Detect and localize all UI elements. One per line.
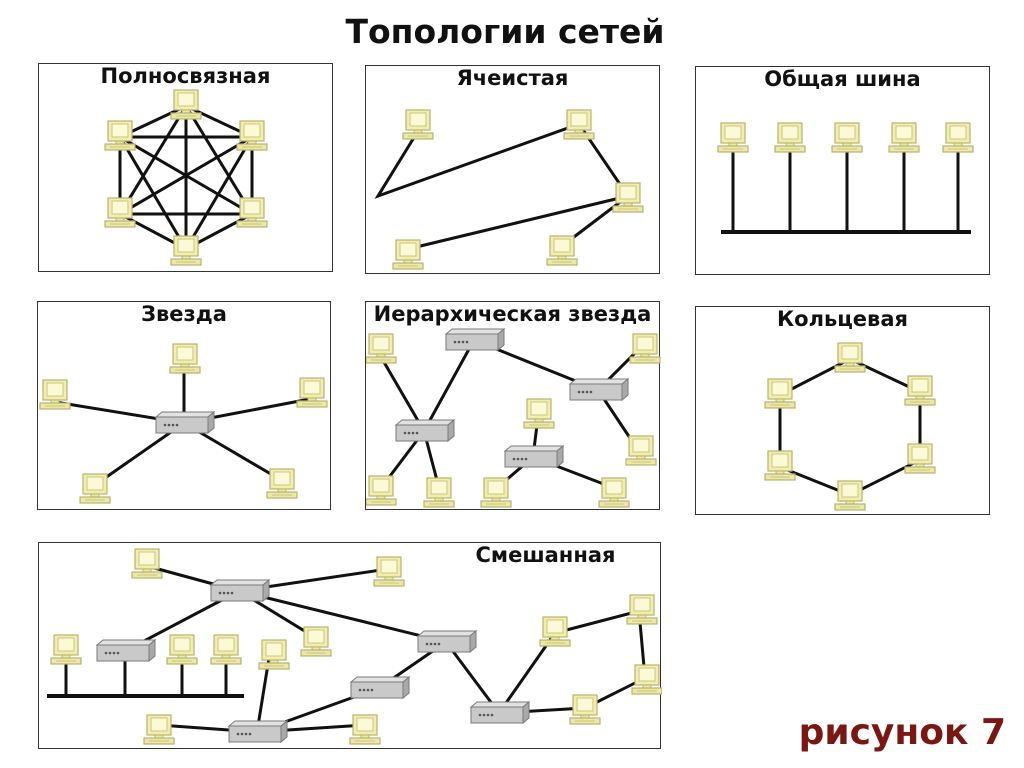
computer-icon	[236, 197, 268, 228]
hub-icon	[350, 676, 410, 699]
figure-caption: рисунок 7	[798, 712, 1006, 753]
computer-icon	[50, 634, 82, 665]
computer-icon	[39, 379, 71, 410]
panel-title-cellular: Ячеистая	[456, 66, 569, 90]
page-title: Топологии сетей	[345, 12, 665, 51]
computer-icon	[612, 182, 644, 213]
hub-icon	[417, 630, 477, 653]
computer-icon	[300, 626, 332, 657]
panel-common-bus: Общая шина	[695, 66, 990, 275]
hub-icon	[445, 328, 505, 351]
computer-icon	[546, 235, 578, 266]
mesh-links	[118, 104, 254, 251]
computer-icon	[831, 122, 863, 153]
computer-icon	[717, 122, 749, 153]
hub-icon	[228, 720, 288, 743]
panel-full-mesh: Полносвязная	[38, 63, 333, 272]
computer-icon	[626, 594, 658, 625]
computer-icon	[169, 343, 201, 374]
computer-icon	[764, 378, 796, 409]
computer-icon	[774, 122, 806, 153]
computer-icon	[166, 634, 198, 665]
computer-icon	[104, 197, 136, 228]
computer-icon	[104, 120, 136, 151]
panel-title-ring: Кольцевая	[776, 307, 908, 331]
hub-icon	[470, 701, 530, 724]
computer-icon	[170, 235, 202, 266]
computer-icon	[834, 480, 866, 511]
ring-diagram	[764, 342, 936, 511]
computer-icon	[143, 714, 175, 745]
common-bus-diagram	[717, 122, 974, 234]
computer-icon	[904, 443, 936, 474]
panel-mixed: Смешанная	[38, 542, 662, 749]
panel-title-full-mesh: Полносвязная	[100, 64, 271, 88]
computer-icon	[539, 616, 571, 647]
hub-icon	[155, 411, 215, 434]
hierarchical-star-diagram	[366, 328, 661, 508]
computer-icon	[563, 109, 595, 140]
hub-icon	[210, 579, 270, 602]
panel-star: Звезда	[37, 301, 331, 510]
computer-icon	[764, 450, 796, 481]
computer-icon	[942, 122, 974, 153]
computer-icon	[598, 477, 630, 508]
computer-icon	[366, 475, 397, 506]
computer-icon	[170, 89, 202, 120]
computer-icon	[523, 398, 555, 429]
cellular-diagram	[374, 109, 644, 270]
computer-icon	[629, 333, 661, 364]
computer-icon	[266, 468, 298, 499]
computer-icon	[631, 664, 662, 695]
star-diagram	[39, 343, 328, 504]
computer-icon	[423, 477, 455, 508]
computer-icon	[569, 694, 601, 725]
computer-icon	[236, 120, 268, 151]
panel-title-star: Звезда	[141, 302, 227, 326]
panel-cellular: Ячеистая	[365, 65, 660, 274]
computer-icon	[79, 473, 111, 504]
computer-icon	[888, 122, 920, 153]
panel-ring: Кольцевая	[695, 306, 990, 515]
computer-icon	[904, 375, 936, 406]
computer-icon	[131, 548, 163, 579]
panel-hierarchical-star: Иерархическая звезда	[365, 301, 661, 510]
hub-icon	[504, 445, 564, 468]
computer-icon	[296, 377, 328, 408]
computer-icon	[258, 639, 290, 670]
panel-title-hierarchical-star: Иерархическая звезда	[373, 302, 652, 326]
computer-icon	[210, 634, 242, 665]
computer-icon	[625, 435, 657, 466]
hub-icon	[569, 378, 629, 401]
panel-title-mixed: Смешанная	[475, 543, 616, 567]
panel-title-common-bus: Общая шина	[764, 67, 921, 91]
computer-icon	[349, 714, 381, 745]
hub-icon	[96, 639, 156, 662]
computer-icon	[402, 109, 434, 140]
computer-icon	[480, 477, 512, 508]
computer-icon	[834, 342, 866, 373]
full-mesh-diagram	[104, 89, 268, 266]
hub-icon	[395, 419, 455, 442]
computer-icon	[366, 333, 397, 364]
mixed-diagram	[47, 548, 662, 745]
computer-icon	[392, 239, 424, 270]
